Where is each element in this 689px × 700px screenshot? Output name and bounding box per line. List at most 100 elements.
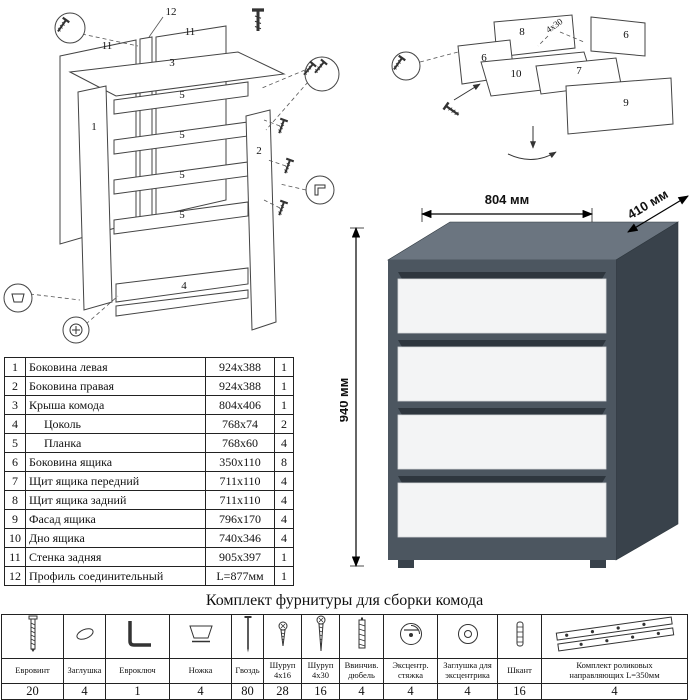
part-qty: 1 [274,357,294,377]
part-number: 3 [4,395,26,415]
screw-icon [274,199,289,218]
part-label: 10 [511,68,523,80]
hardware-label: Гвоздь [231,658,264,684]
part-qty: 4 [274,509,294,529]
hardware-label: Ножка [169,658,232,684]
part-name: Щит ящика задний [25,490,206,510]
hardware-callout [54,12,86,44]
part-size: 711x110 [205,490,275,510]
part-label: 4 [181,280,187,292]
part-qty: 1 [274,566,294,586]
part-left-side [77,85,113,311]
part-name: Боковина левая [25,357,206,377]
hardware-table: Евровинт Заглушка Евроключ Ножка Гвоздь … [1,614,688,700]
part-label: 8 [519,26,525,38]
part-qty: 4 [274,490,294,510]
part-label: 11 [185,26,196,38]
exploded-assembly-diagram: 12 11 11 3 1 5 5 5 5 2 4 [3,6,340,344]
part-number: 2 [4,376,26,396]
hardware-label: Эксцентр. стяжка [383,658,438,684]
part-right-side [245,109,277,331]
drawer-front [397,346,607,402]
nail-icon [231,614,264,659]
part-number: 10 [4,528,26,548]
part-plinth [115,289,249,317]
part-size: 924x388 [205,376,275,396]
leg-icon [169,614,232,659]
hardware-label: Евроключ [105,658,170,684]
bolt-icon [250,8,266,33]
chest-side-face [615,221,679,561]
hardware-labels-row: Евровинт Заглушка Евроключ Ножка Гвоздь … [1,658,688,684]
part-name: Планка [25,433,206,453]
part-name: Щит ящика передний [25,471,206,491]
part-qty: 4 [274,471,294,491]
part-number: 8 [4,490,26,510]
drawer-front [397,482,607,538]
hardware-qty: 28 [263,683,302,700]
euro-screw-icon [1,614,64,659]
hardware-label: Ввинчив. дюбель [339,658,384,684]
part-label: 7 [576,65,582,77]
chest-foot [398,560,414,568]
screw-icon [274,117,289,136]
part-size: 711x110 [205,471,275,491]
part-label: 6 [481,52,487,64]
hardware-qty: 4 [169,683,232,700]
part-number: 11 [4,547,26,567]
part-name: Боковина правая [25,376,206,396]
part-size: 905x397 [205,547,275,567]
chest-foot [590,560,606,568]
hardware-qty: 4 [63,683,106,700]
part-qty: 8 [274,452,294,472]
hardware-qty: 80 [231,683,264,700]
screw-long-icon [301,614,340,659]
hardware-qty: 1 [105,683,170,700]
leg-icon [11,293,25,303]
cap-icon [63,614,106,659]
part-label: 11 [102,40,113,52]
part-plinth [115,267,249,303]
part-size: 768x60 [205,433,275,453]
part-drawer-side [590,16,646,57]
drawer-front [397,414,607,470]
dimension-width-label: 804 мм [485,192,530,207]
hardware-qty: 16 [497,683,542,700]
hardware-label: Шкант [497,658,542,684]
part-number: 1 [4,357,26,377]
hardware-label: Шуруп 4x30 [301,658,340,684]
part-number: 9 [4,509,26,529]
part-size: 740x346 [205,528,275,548]
part-size: 796x170 [205,509,275,529]
cam-cap-icon [437,614,498,659]
hardware-callout [305,175,335,205]
dowel-insert-icon [339,614,384,659]
part-qty: 4 [274,433,294,453]
hardware-qty: 4 [383,683,438,700]
part-drawer-facade [565,77,674,135]
part-size: 924x388 [205,357,275,377]
part-label: 1 [91,121,97,133]
part-plank [113,81,249,115]
hardware-qty: 4 [339,683,384,700]
part-name: Крыша комода [25,395,206,415]
hex-key-icon [105,614,170,659]
part-name: Стенка задняя [25,547,206,567]
hardware-label: Заглушка [63,658,106,684]
screw-short-icon [263,614,302,659]
dowel-icon [442,101,463,120]
hardware-callout [391,51,421,81]
dimension-height-label: 940 мм [340,378,351,423]
part-label: 5 [179,209,185,221]
hardware-label: Евровинт [1,658,64,684]
